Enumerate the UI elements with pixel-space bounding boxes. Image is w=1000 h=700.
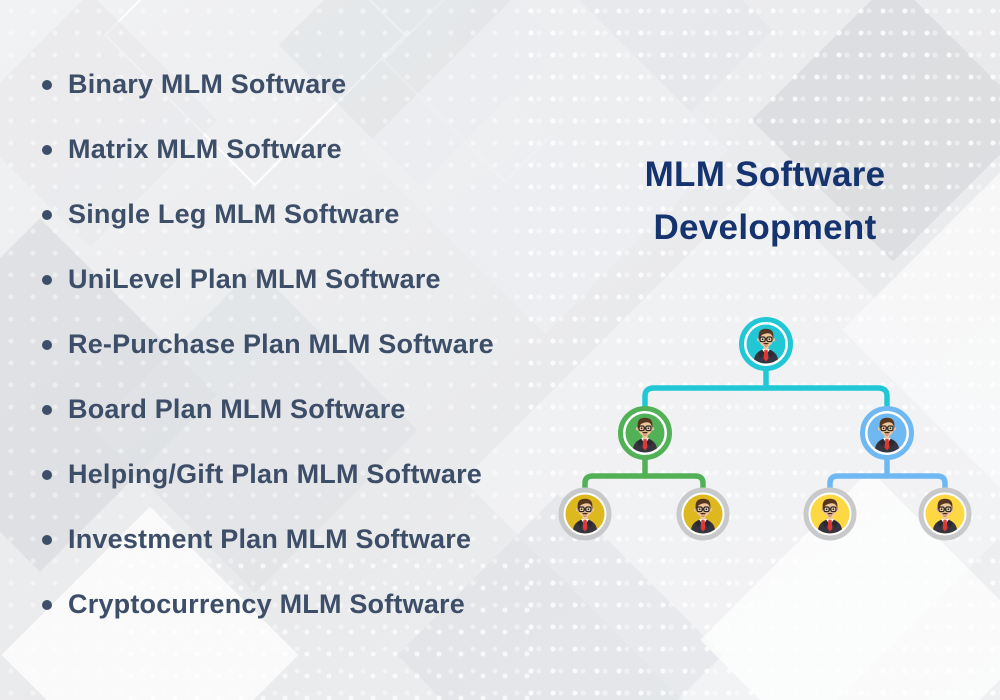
bullet-icon xyxy=(42,599,52,610)
bullet-icon xyxy=(42,209,52,220)
tree-node-left-child xyxy=(618,406,672,460)
page-title-line1: MLM Software xyxy=(644,155,886,194)
list-item: Board Plan MLM Software xyxy=(42,377,494,442)
list-item-label: Investment Plan MLM Software xyxy=(68,524,472,554)
list-item: Binary MLM Software xyxy=(42,52,494,117)
bullet-icon xyxy=(42,404,52,415)
bullet-icon xyxy=(42,274,52,285)
connector-root-to-children xyxy=(642,385,890,409)
list-item-label: UniLevel Plan MLM Software xyxy=(68,264,441,294)
tree-node-right-child xyxy=(860,406,914,460)
list-item-label: Single Leg MLM Software xyxy=(68,199,400,229)
list-item-label: Matrix MLM Software xyxy=(68,134,342,164)
bg-dot-grid xyxy=(120,555,540,700)
page-title-line2: Development xyxy=(653,208,877,247)
list-item: Matrix MLM Software xyxy=(42,117,494,182)
bullet-icon xyxy=(42,534,52,545)
tree-node-left-grandchild-2 xyxy=(676,487,730,541)
list-item: Single Leg MLM Software xyxy=(42,182,494,247)
tree-node-root xyxy=(739,317,793,371)
list-item: Cryptocurrency MLM Software xyxy=(42,572,494,637)
list-item-label: Board Plan MLM Software xyxy=(68,394,406,424)
connector-right-to-grandchildren xyxy=(827,473,948,491)
list-item: Helping/Gift Plan MLM Software xyxy=(42,442,494,507)
list-item-label: Cryptocurrency MLM Software xyxy=(68,589,465,619)
list-item-label: Binary MLM Software xyxy=(68,69,347,99)
list-item: UniLevel Plan MLM Software xyxy=(42,247,494,312)
page-title: MLM Software Development xyxy=(565,148,965,254)
list-item: Re-Purchase Plan MLM Software xyxy=(42,312,494,377)
bullet-icon xyxy=(42,469,52,480)
bullet-icon xyxy=(42,144,52,155)
tree-node-right-grandchild-2 xyxy=(918,487,972,541)
list-item: Investment Plan MLM Software xyxy=(42,507,494,572)
bullet-icon xyxy=(42,79,52,90)
connector-left-to-grandchildren xyxy=(582,473,706,491)
tree-node-right-grandchild-1 xyxy=(803,487,857,541)
bullet-icon xyxy=(42,339,52,350)
tree-node-left-grandchild-1 xyxy=(558,487,612,541)
list-item-label: Helping/Gift Plan MLM Software xyxy=(68,459,483,489)
mlm-plan-list: Binary MLM Software Matrix MLM Software … xyxy=(42,52,494,637)
list-item-label: Re-Purchase Plan MLM Software xyxy=(68,329,494,359)
